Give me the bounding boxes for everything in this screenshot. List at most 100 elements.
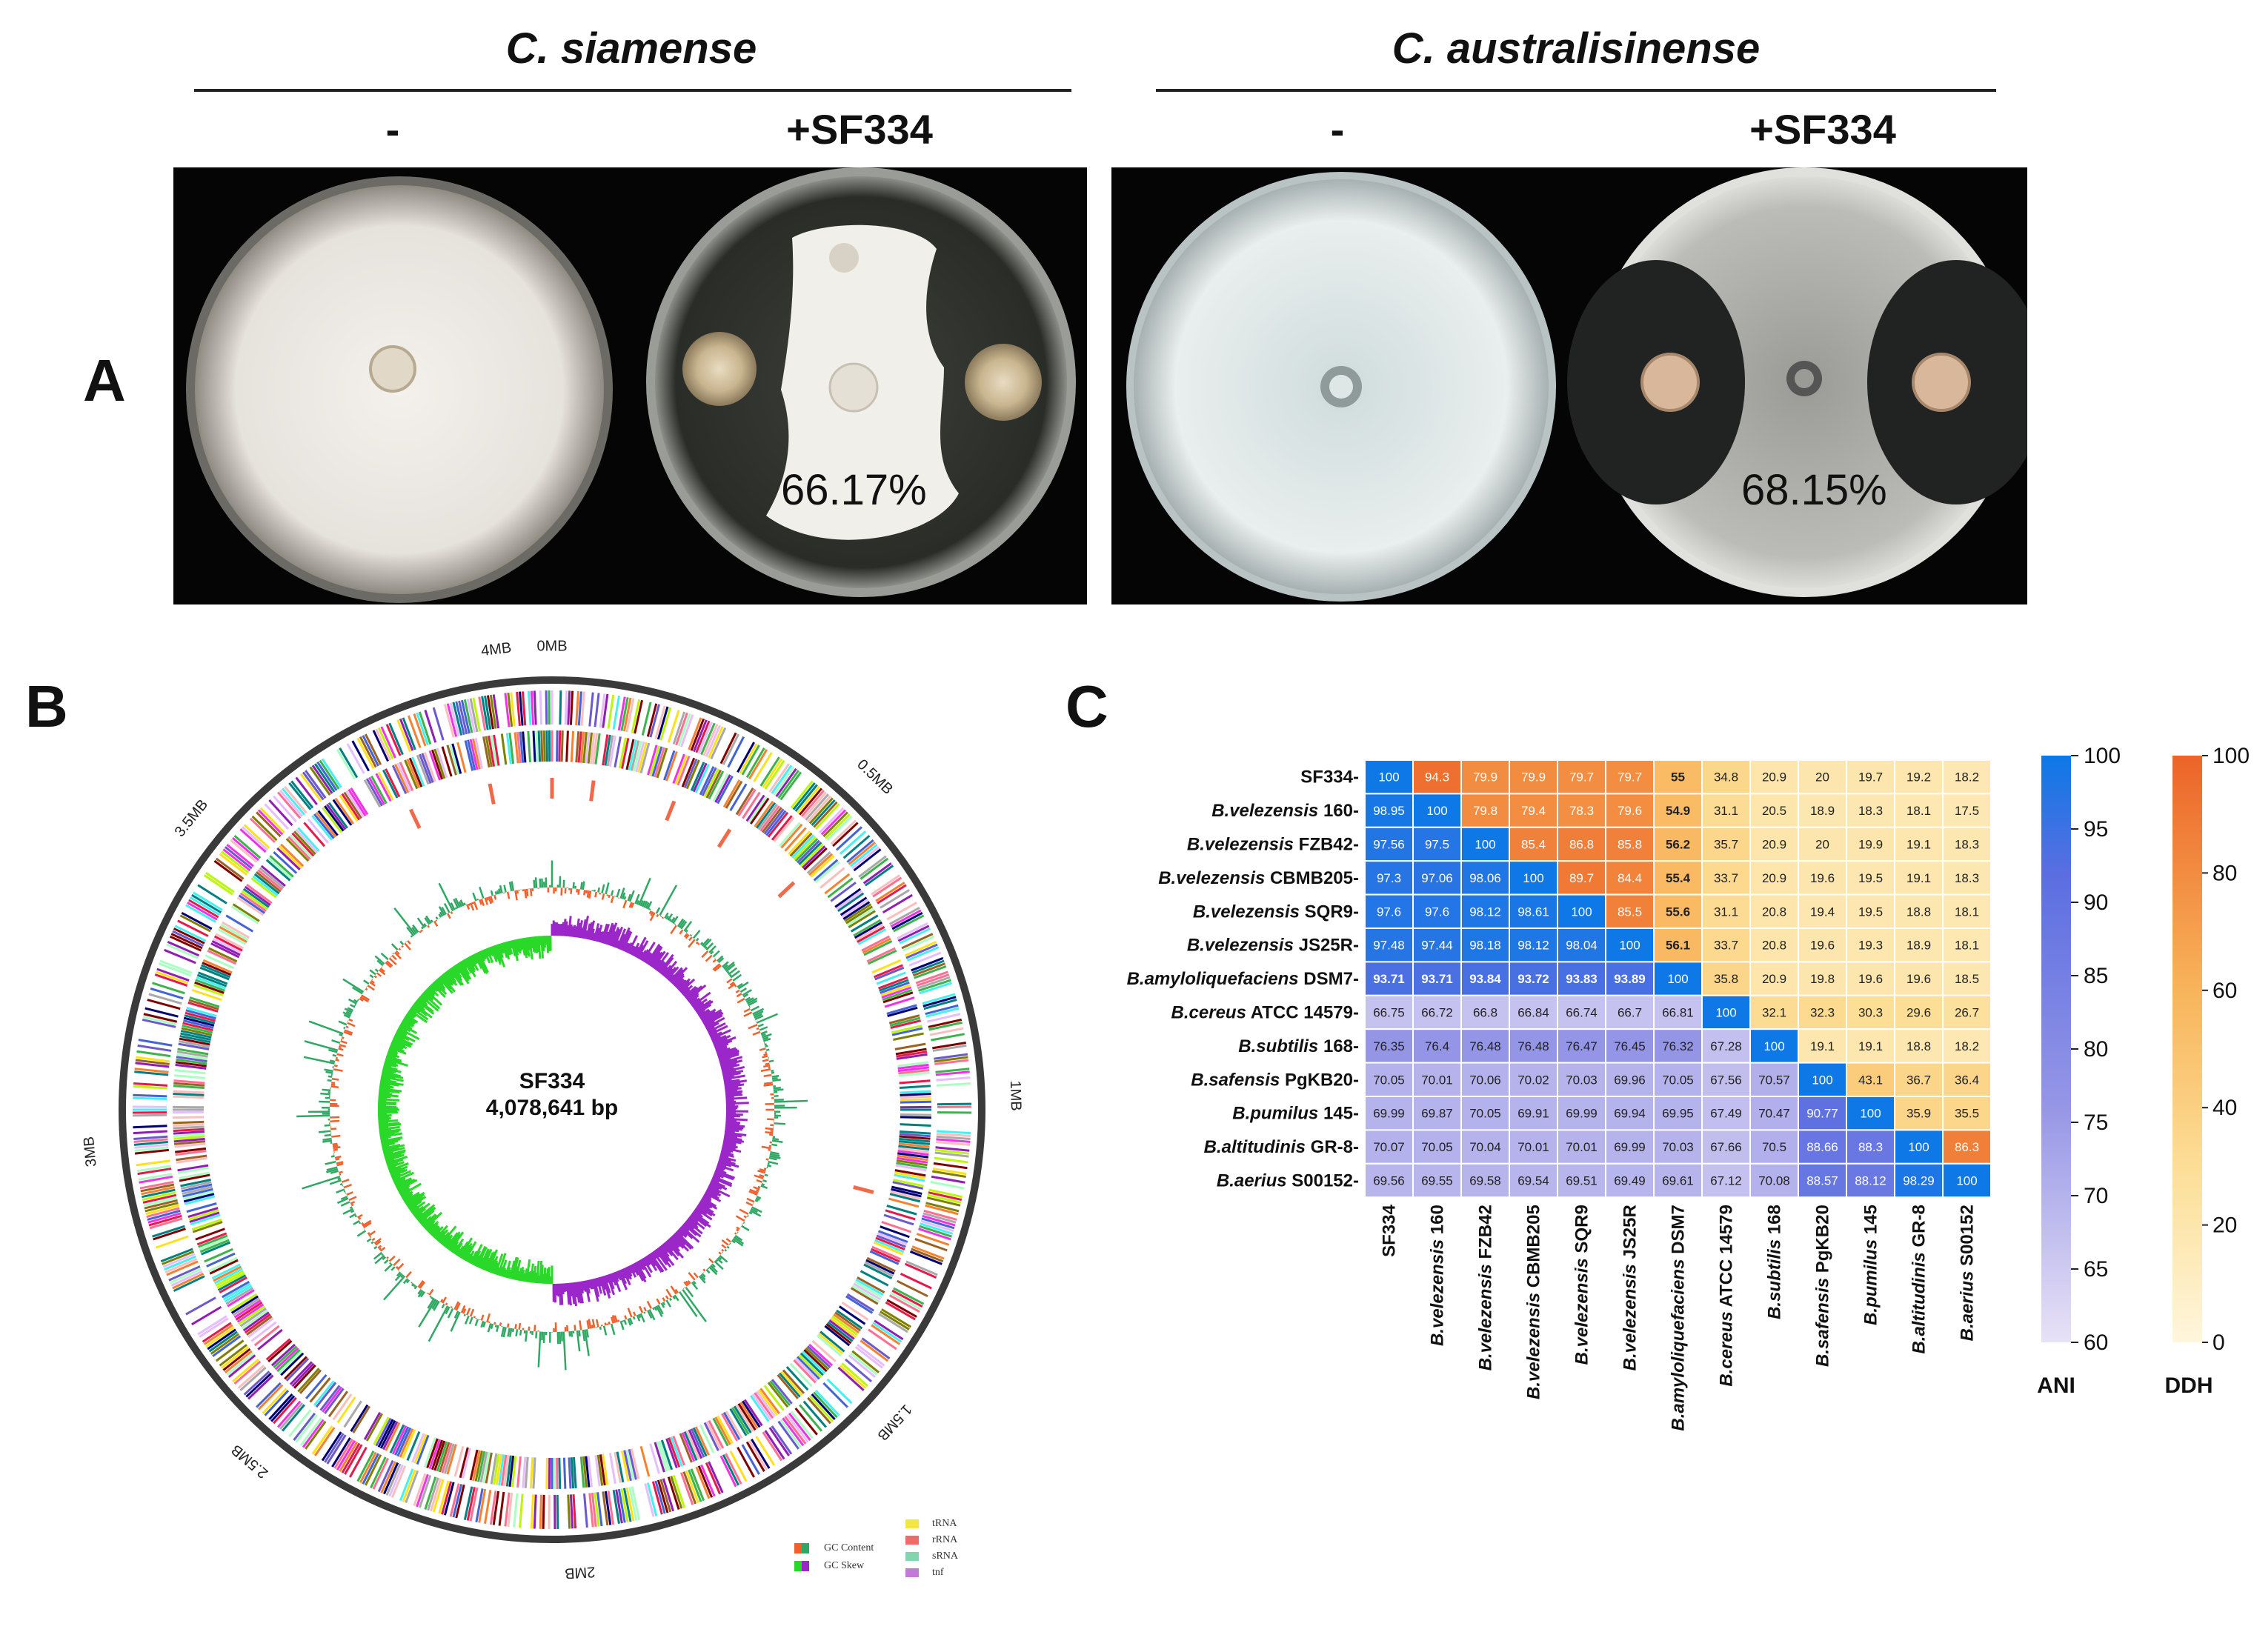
heatmap-cell-value: 100 [1956, 1174, 1977, 1188]
heatmap-cell-value: 76.4 [1425, 1039, 1449, 1053]
heatmap-cell [1653, 1096, 1703, 1131]
ddh-tick: 40 [2213, 1096, 2237, 1120]
heatmap-cell-value: 98.61 [1517, 905, 1549, 919]
heatmap-cell [1509, 994, 1558, 1030]
heatmap-cell [1701, 759, 1751, 795]
heatmap-cell-value: 18.1 [1955, 905, 1979, 919]
heatmap-cell-value: 98.18 [1469, 939, 1501, 953]
heatmap-cell [1798, 927, 1847, 963]
heatmap-cell [1798, 1028, 1847, 1064]
heatmap-cell-value: 33.7 [1714, 939, 1738, 953]
heatmap-cell [1460, 1062, 1510, 1098]
heatmap-cell [1412, 1062, 1462, 1098]
genome-name: SF334 [519, 1069, 585, 1093]
heatmap-cell [1894, 961, 1944, 996]
heatmap-cell [1557, 826, 1606, 862]
ani-tick: 100 [2084, 744, 2121, 768]
heatmap-cell-value: 76.45 [1614, 1039, 1646, 1053]
heatmap-cell-value: 18.1 [1955, 939, 1979, 953]
heatmap-cell [1894, 893, 1944, 930]
heatmap-cell [1509, 893, 1558, 930]
heatmap-row-label: B.velezensis 160- [1211, 801, 1359, 821]
heatmap-cell-value: 32.1 [1762, 1006, 1786, 1020]
heatmap-cell [1509, 1062, 1558, 1098]
heatmap-cell [1846, 927, 1895, 963]
petri-dish-images [186, 167, 1076, 603]
panel-a-letter: A [83, 347, 126, 413]
heatmap-cell-value: 76.48 [1469, 1039, 1501, 1053]
heatmap-cell-value: 100 [1763, 1039, 1784, 1053]
heatmap-row-label: B.subtilis 168- [1238, 1036, 1359, 1056]
heatmap-cell-value: 55 [1671, 770, 1685, 785]
heatmap-cell-value: 100 [1475, 838, 1495, 852]
inhibition-rate-siamense: 66.17% [781, 466, 927, 514]
heatmap-cell-value: 18.3 [1955, 871, 1979, 885]
condition-control: - [1330, 106, 1345, 153]
heatmap-cell-value: 70.02 [1517, 1073, 1549, 1087]
heatmap-cell [1557, 1096, 1606, 1131]
heatmap-cell [1701, 826, 1751, 862]
heatmap-cell-value: 70.04 [1469, 1140, 1501, 1154]
heatmap-col-label: B.subtilis 168 [1765, 1205, 1785, 1319]
heatmap-cell-value: 78.3 [1569, 804, 1594, 818]
heatmap-cell-value: 93.71 [1421, 972, 1453, 986]
ddh-tick: 100 [2213, 744, 2250, 768]
genome-tick-label: 3MB [81, 1136, 100, 1168]
heatmap-cell-value: 67.49 [1710, 1107, 1742, 1121]
heatmap-cell-value: 69.49 [1614, 1174, 1646, 1188]
genome-tick-label: 4MB [480, 639, 512, 659]
condition-control: - [385, 106, 400, 153]
heatmap-cell-value: 69.54 [1517, 1174, 1549, 1188]
heatmap-row-label: B.cereus ATCC 14579- [1171, 1003, 1359, 1023]
heatmap-cell-value: 66.84 [1517, 1006, 1549, 1020]
heatmap-row-label: SF334- [1300, 767, 1359, 787]
heatmap-cell [1653, 860, 1703, 896]
genome-tick-label: 0.5MB [854, 756, 896, 798]
heatmap-cell-value: 97.3 [1377, 871, 1401, 885]
heatmap-cell [1701, 994, 1751, 1030]
title-underline [194, 89, 1071, 92]
heatmap-cell-value: 67.66 [1710, 1140, 1742, 1154]
heatmap-cell-value: 19.1 [1858, 1039, 1883, 1053]
heatmap-cell [1412, 927, 1462, 963]
heatmap-cell [1605, 793, 1655, 828]
heatmap-cell [1942, 1162, 1992, 1199]
heatmap-cell-value: 67.56 [1710, 1073, 1742, 1087]
legend-rrna: rRNA [905, 1532, 958, 1548]
heatmap-cell-value: 43.1 [1858, 1073, 1883, 1087]
ddh-tick: 20 [2213, 1213, 2237, 1238]
heatmap-cell-value: 89.7 [1569, 871, 1594, 885]
heatmap-cell-value: 76.47 [1566, 1039, 1598, 1053]
heatmap-cell-value: 18.5 [1955, 972, 1979, 986]
heatmap-cell-value: 79.4 [1521, 804, 1546, 818]
heatmap-cell-value: 67.28 [1710, 1039, 1742, 1053]
heatmap-cell-value: 69.58 [1469, 1174, 1501, 1188]
ani-tick: 70 [2084, 1184, 2108, 1208]
heatmap-cell-value: 18.8 [1906, 905, 1931, 919]
heatmap-cell-value: 17.5 [1955, 804, 1979, 818]
heatmap-row-label: B.safensis PgKB20- [1191, 1070, 1359, 1090]
heatmap-cell-value: 34.8 [1714, 770, 1738, 785]
heatmap-cell-value: 56.2 [1666, 838, 1690, 852]
heatmap-cell-value: 18.2 [1955, 1039, 1979, 1053]
heatmap-cell [1798, 961, 1847, 996]
heatmap-cell-value: 70.05 [1469, 1107, 1501, 1121]
heatmap-cell [1509, 860, 1558, 896]
heatmap-cell-value: 19.4 [1810, 905, 1835, 919]
heatmap-cell-value: 66.7 [1618, 1006, 1642, 1020]
heatmap-cell [1364, 893, 1414, 930]
ddh-label: DDH [2165, 1373, 2213, 1398]
heatmap-cell-value: 20.9 [1762, 838, 1786, 852]
heatmap-cell-value: 18.9 [1810, 804, 1835, 818]
heatmap-cell-value: 97.5 [1425, 838, 1449, 852]
heatmap-cell-value: 90.77 [1806, 1107, 1838, 1121]
heatmap-cell-value: 70.01 [1421, 1073, 1453, 1087]
heatmap-cell [1701, 893, 1751, 930]
heatmap-cell [1749, 793, 1799, 828]
inhibition-rate-australisinense: 68.15% [1741, 466, 1887, 514]
heatmap-cell [1460, 961, 1510, 996]
heatmap-cell-value: 32.3 [1810, 1006, 1835, 1020]
heatmap-cell-value: 66.8 [1473, 1006, 1497, 1020]
heatmap-cell-value: 69.99 [1373, 1107, 1405, 1121]
heatmap-cell-value: 20.8 [1762, 939, 1786, 953]
